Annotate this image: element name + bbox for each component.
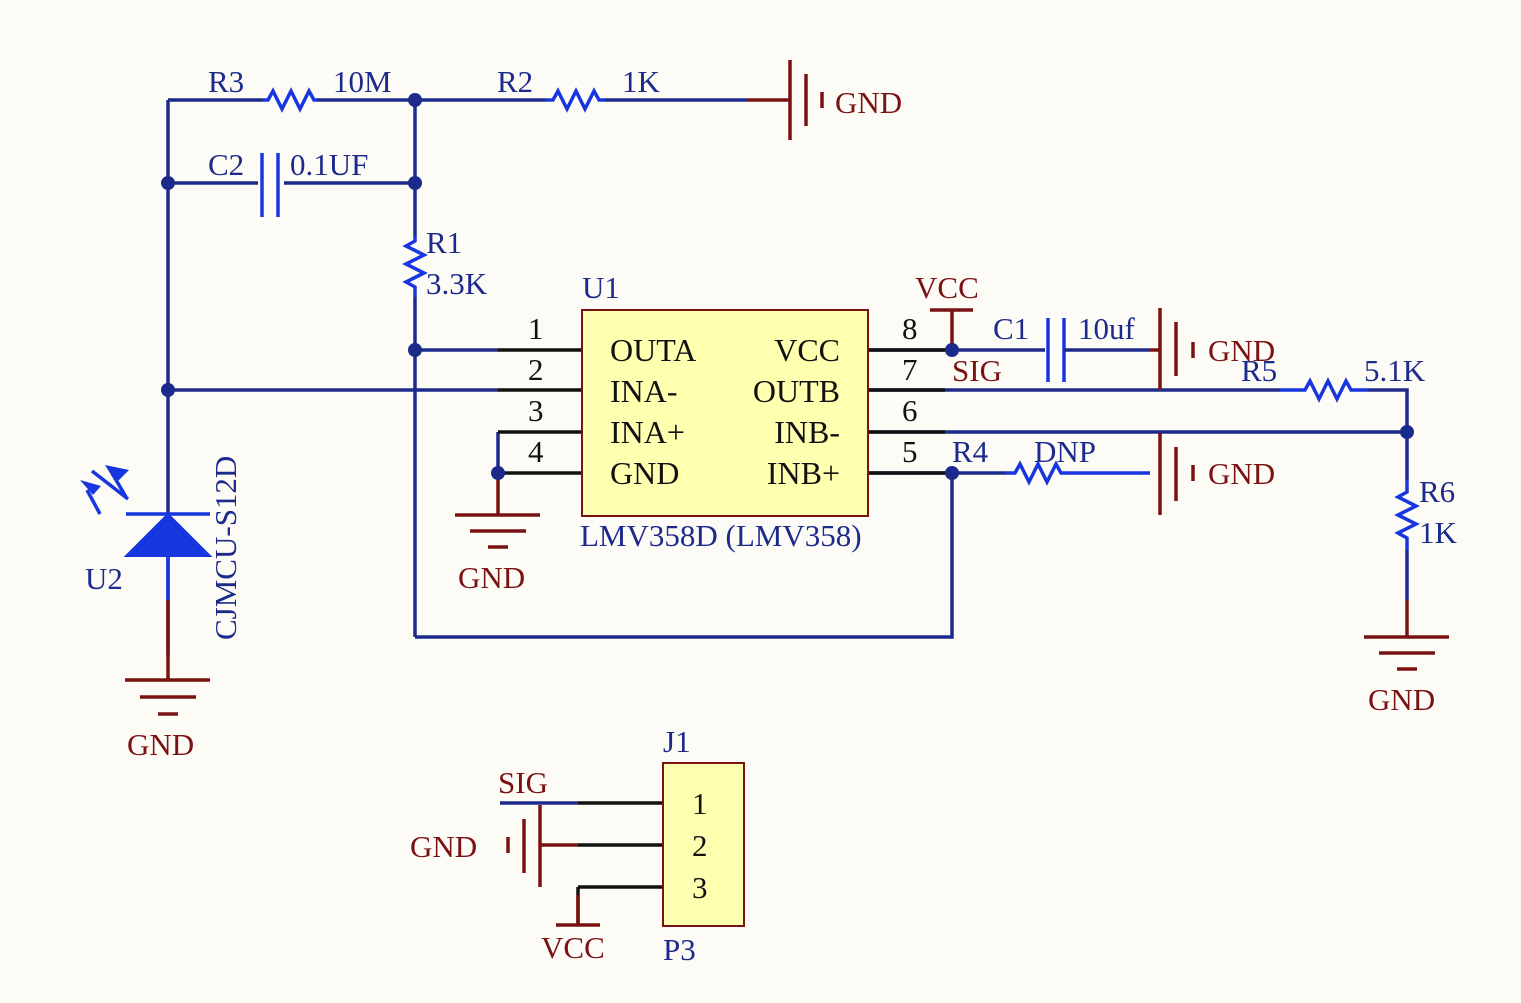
r2-ref: R2 bbox=[497, 64, 533, 99]
gnd-label-j1: GND bbox=[410, 829, 477, 864]
c2-ref: C2 bbox=[208, 147, 244, 182]
u1-pin1-num: 1 bbox=[528, 311, 544, 346]
j1-pin3-num: 3 bbox=[692, 870, 708, 905]
pin-stubs bbox=[498, 348, 663, 889]
vcc-label-u1: VCC bbox=[915, 270, 979, 305]
r6-resistor bbox=[1394, 480, 1420, 550]
u1-pin7-name: OUTB bbox=[753, 373, 840, 409]
c1-capacitor bbox=[1046, 318, 1150, 382]
vcc-label-j1: VCC bbox=[541, 930, 605, 965]
gnd-symbol-r6 bbox=[1364, 600, 1449, 671]
u1-pin6-name: INB- bbox=[774, 414, 840, 450]
gnd-symbol-r4 bbox=[1158, 433, 1195, 515]
gnd-label-r6: GND bbox=[1368, 682, 1435, 717]
u1-pin5-num: 5 bbox=[902, 434, 918, 469]
sig-label-j1: SIG bbox=[498, 765, 548, 800]
r2-value: 1K bbox=[622, 64, 661, 99]
u1-part: LMV358D (LMV358) bbox=[580, 518, 862, 553]
c1-ref: C1 bbox=[993, 311, 1029, 346]
gnd-symbol-j1 bbox=[506, 805, 578, 887]
r5-value: 5.1K bbox=[1364, 353, 1426, 388]
u1-pin8-num: 8 bbox=[902, 311, 918, 346]
j1-value: P3 bbox=[663, 932, 696, 967]
r4-ref: R4 bbox=[952, 434, 989, 469]
j1-connector-body bbox=[662, 762, 745, 927]
u1-ref: U1 bbox=[582, 270, 620, 305]
u2-photodiode bbox=[80, 465, 213, 600]
r6-ref: R6 bbox=[1419, 474, 1455, 509]
c2-value: 0.1UF bbox=[290, 147, 368, 182]
j1-pin2-num: 2 bbox=[692, 828, 708, 863]
u1-pin2-num: 2 bbox=[528, 352, 544, 387]
gnd-label-r4: GND bbox=[1208, 456, 1275, 491]
r5-ref: R5 bbox=[1241, 353, 1277, 388]
junctions bbox=[161, 93, 1414, 480]
u1-chip-body bbox=[581, 309, 869, 517]
c1-value: 10uf bbox=[1078, 311, 1136, 346]
gnd-symbol-u1 bbox=[455, 473, 540, 549]
r1-ref: R1 bbox=[426, 225, 462, 260]
u2-value: CJMCU-S12D bbox=[208, 456, 243, 640]
gnd-symbol-u2 bbox=[125, 655, 210, 716]
u1-pin6-num: 6 bbox=[902, 393, 918, 428]
gnd-label-u2: GND bbox=[127, 727, 194, 762]
gnd-symbol-top bbox=[748, 60, 824, 140]
gnd-label-u1: GND bbox=[458, 560, 525, 595]
r4-value: DNP bbox=[1034, 434, 1096, 469]
u1-pin7-num: 7 bbox=[902, 352, 918, 387]
j1-pin1-num: 1 bbox=[692, 786, 708, 821]
u1-pin5-name: INB+ bbox=[767, 455, 840, 491]
u1-pin4-name: GND bbox=[610, 455, 679, 491]
sig-label-u1: SIG bbox=[952, 353, 1002, 388]
gnd-label-c1: GND bbox=[1208, 333, 1275, 368]
r1-resistor bbox=[402, 236, 428, 297]
r2-resistor bbox=[545, 87, 605, 113]
r4-resistor bbox=[1005, 460, 1150, 486]
r3-value: 10M bbox=[333, 64, 392, 99]
gnd-symbol-c1 bbox=[1150, 308, 1195, 390]
u1-pin8-name: VCC bbox=[774, 332, 840, 368]
r3-ref: R3 bbox=[208, 64, 244, 99]
r3-resistor bbox=[263, 87, 317, 113]
c2-capacitor bbox=[260, 153, 280, 217]
j1-ref: J1 bbox=[663, 724, 691, 759]
u1-pin3-name: INA+ bbox=[610, 414, 685, 450]
r1-value: 3.3K bbox=[426, 266, 488, 301]
light-arrows-icon bbox=[80, 465, 130, 515]
gnd-label-top: GND bbox=[835, 85, 902, 120]
u1-pin1-name: OUTA bbox=[610, 332, 696, 368]
u2-ref: U2 bbox=[85, 561, 123, 596]
vcc-symbol-u1 bbox=[930, 308, 973, 345]
u1-pin2-name: INA- bbox=[610, 373, 678, 409]
vcc-symbol-j1 bbox=[556, 887, 600, 927]
r5-resistor bbox=[1280, 377, 1368, 403]
r6-value: 1K bbox=[1419, 515, 1458, 550]
u1-pin3-num: 3 bbox=[528, 393, 544, 428]
u1-pin4-num: 4 bbox=[528, 434, 544, 469]
